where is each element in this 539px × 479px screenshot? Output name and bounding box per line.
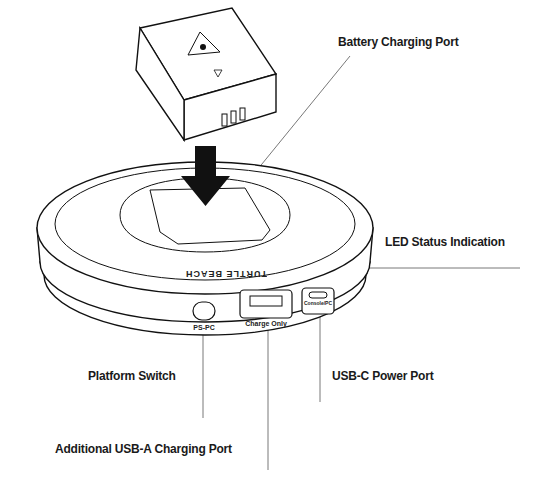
leader-line — [268, 330, 269, 470]
callout-label: Platform Switch — [88, 370, 176, 383]
battery-symbol — [188, 32, 220, 55]
leader-line — [203, 322, 204, 418]
usb-a-socket — [250, 296, 282, 306]
port-marking: PS-PC — [193, 324, 214, 332]
battery-side — [136, 28, 184, 140]
battery-symbol-dot — [200, 44, 206, 50]
brand-text: TURTLE BEACH — [185, 268, 267, 278]
leader-line — [320, 312, 321, 402]
usb-c-socket — [309, 292, 327, 298]
callout-label: Battery Charging Port — [338, 36, 458, 49]
port-marking: Charge Only — [245, 320, 287, 328]
callout-label: Additional USB-A Charging Port — [55, 443, 232, 456]
battery-mark — [214, 70, 222, 77]
battery-contact — [231, 111, 236, 123]
platform-switch — [193, 302, 215, 320]
leader-line — [366, 268, 520, 269]
usb-a-port — [240, 290, 292, 318]
insert-arrow — [181, 146, 230, 206]
battery-contact — [222, 114, 227, 126]
usb-c-port — [302, 288, 334, 314]
port-marking: Console/PC — [304, 301, 332, 307]
battery-front — [184, 74, 276, 140]
callout-label: LED Status Indication — [385, 236, 505, 249]
callout-label: USB-C Power Port — [332, 370, 433, 383]
battery-contact — [240, 108, 245, 120]
